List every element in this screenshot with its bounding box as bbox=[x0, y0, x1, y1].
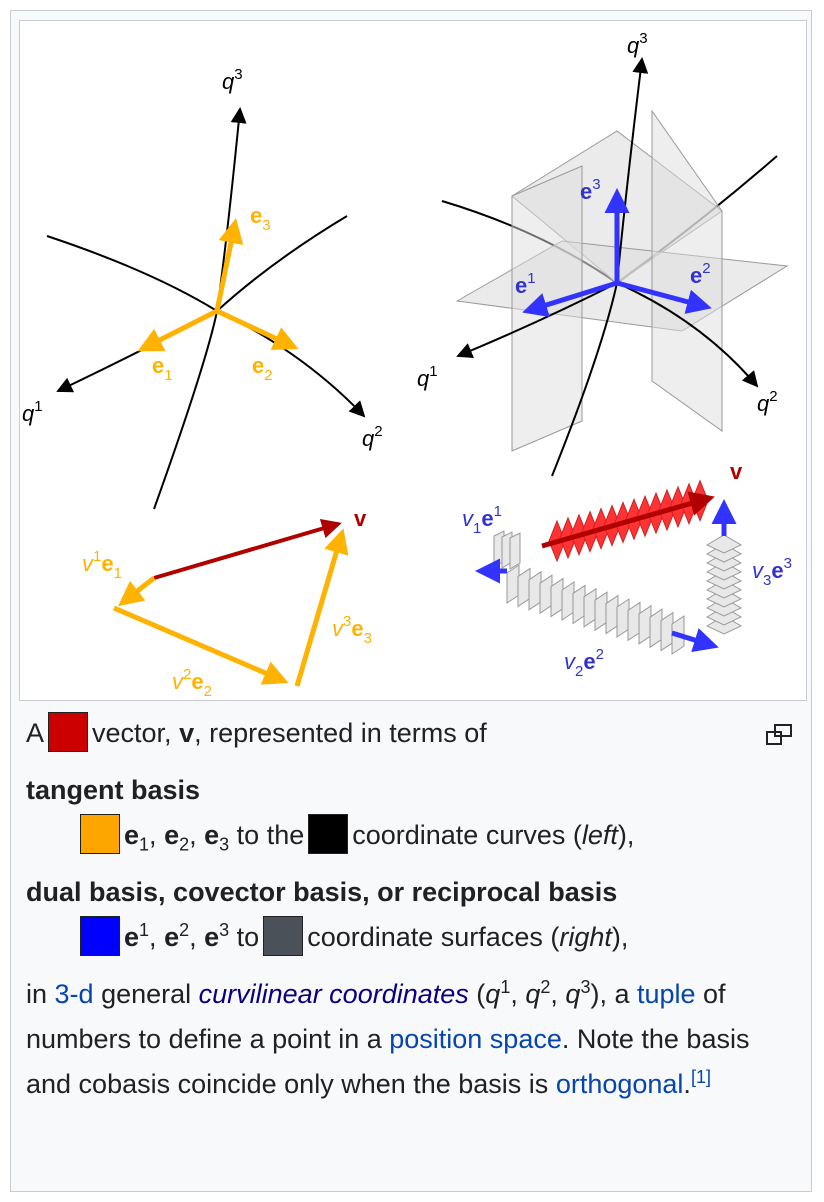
curvilinear-basis-diagram: q3 q1 q2 e3 e1 e2 q3 bbox=[22, 30, 792, 700]
svg-text:e1: e1 bbox=[515, 270, 536, 298]
orange-swatch bbox=[80, 813, 120, 854]
surface-plate bbox=[572, 584, 586, 625]
svg-text:q1: q1 bbox=[22, 398, 43, 426]
surface-plate bbox=[638, 604, 652, 645]
svg-text:v: v bbox=[730, 459, 743, 484]
coordinate-surface bbox=[511, 165, 583, 452]
dual-basis-panel: q3 q1 q2 e3 e1 e2 bbox=[417, 30, 789, 477]
enlarge-icon[interactable] bbox=[766, 723, 796, 747]
red-swatch bbox=[48, 711, 89, 752]
figure-thumbnail: q3 q1 q2 e3 e1 e2 q3 bbox=[10, 10, 812, 1192]
svg-text:v: v bbox=[354, 506, 367, 531]
svg-text:v1e1: v1e1 bbox=[462, 503, 502, 537]
surface-plate bbox=[509, 532, 521, 570]
caption-paragraph: in 3-d general curvilinear coordinates (… bbox=[26, 977, 750, 1099]
svg-text:q1: q1 bbox=[417, 363, 438, 391]
svg-text:v2e2: v2e2 bbox=[172, 666, 212, 700]
dual-heading: dual basis, covector basis, or reciproca… bbox=[26, 877, 618, 907]
link-orthogonal[interactable]: orthogonal bbox=[555, 1069, 684, 1099]
surface-plate bbox=[528, 570, 542, 611]
surface-plate bbox=[616, 598, 630, 638]
coordinate-curve-q2 bbox=[46, 235, 366, 418]
dual-decomposition: v v1e1 v2e2 v3e3 bbox=[462, 459, 792, 680]
link-tuple[interactable]: tuple bbox=[636, 979, 696, 1009]
black-swatch bbox=[308, 813, 349, 854]
svg-text:q2: q2 bbox=[757, 388, 778, 416]
svg-text:q2: q2 bbox=[362, 423, 383, 451]
surface-plate bbox=[594, 591, 608, 632]
surface-plate bbox=[605, 594, 619, 635]
link-curvilinear-coordinates[interactable]: curvilinear coordinates bbox=[198, 979, 469, 1009]
coordinate-surface-stacks bbox=[493, 530, 743, 655]
tangent-heading: tangent basis bbox=[26, 775, 201, 805]
dual-e2-arrow bbox=[616, 280, 712, 314]
svg-text:v1e1: v1e1 bbox=[82, 548, 122, 582]
surface-plate bbox=[705, 534, 743, 554]
coordinate-curve-q3 bbox=[153, 107, 247, 510]
surface-plate bbox=[649, 608, 663, 649]
svg-text:e1: e1 bbox=[152, 353, 173, 384]
figure-image[interactable]: q3 q1 q2 e3 e1 e2 q3 bbox=[19, 20, 807, 701]
svg-text:v2e2: v2e2 bbox=[564, 646, 604, 680]
surface-plate bbox=[583, 587, 597, 628]
reference-link[interactable]: [1] bbox=[690, 1067, 711, 1087]
dual-e1-arrow bbox=[522, 280, 618, 317]
surface-plate bbox=[506, 564, 520, 604]
svg-text:v3e3: v3e3 bbox=[752, 555, 792, 589]
tangent-basis-panel: q3 q1 q2 e3 e1 e2 bbox=[22, 66, 383, 510]
tangent-decomposition: v v1e1 v2e2 v3e3 bbox=[82, 506, 372, 700]
svg-text:q3: q3 bbox=[222, 66, 243, 94]
surface-plate bbox=[660, 611, 674, 652]
svg-text:e3: e3 bbox=[250, 203, 271, 234]
blue-swatch bbox=[80, 915, 120, 956]
e3-arrow bbox=[214, 218, 244, 312]
coordinate-surface bbox=[651, 109, 723, 432]
surface-plate bbox=[517, 567, 531, 608]
svg-text:q3: q3 bbox=[627, 30, 648, 58]
link-3d[interactable]: 3-d bbox=[54, 979, 94, 1009]
e1-arrow bbox=[137, 308, 219, 352]
link-position-space[interactable]: position space bbox=[389, 1024, 562, 1054]
svg-text:e3: e3 bbox=[580, 176, 601, 204]
svg-text:e2: e2 bbox=[690, 260, 711, 288]
surface-plate bbox=[550, 577, 564, 618]
surface-plate bbox=[561, 581, 575, 621]
surface-plate bbox=[627, 601, 641, 642]
svg-text:v3e3: v3e3 bbox=[332, 613, 372, 647]
svg-text:e2: e2 bbox=[252, 353, 273, 384]
e2-arrow bbox=[215, 308, 299, 350]
vector-v bbox=[153, 518, 342, 580]
surface-plate bbox=[539, 574, 553, 615]
grey-swatch bbox=[263, 915, 304, 956]
